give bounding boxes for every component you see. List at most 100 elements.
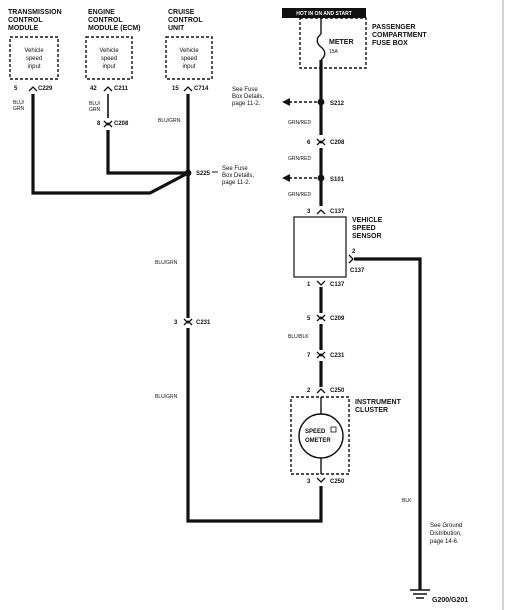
wire-grn-red-1: GRN/RED [288, 120, 311, 126]
wire-grn-red-3: GRN/RED [288, 192, 311, 198]
ecm-title-line-1: ENGINE [88, 9, 115, 16]
ecm-wire-color-2: GRN [89, 107, 101, 113]
fuse-box-outline [299, 17, 367, 69]
ground-wire [354, 257, 422, 590]
engine-control-module: ENGINE CONTROL MODULE (ECM) Vehicle spee… [85, 9, 141, 128]
left-c231-symbol [183, 318, 193, 326]
left-trunk-wire-color-1: BLU/GRN [155, 260, 178, 266]
ground-note-line-1: See Ground [430, 523, 462, 529]
c250-top-symbol [316, 388, 326, 394]
splice-s101-dot [317, 174, 325, 182]
fuse-element-icon [316, 33, 326, 61]
ecm-inline-connector: C208 [114, 121, 129, 127]
fuse-note-line-3: page 11-2. [232, 101, 261, 107]
cruise-title-line-1: CRUISE [168, 9, 195, 16]
cruise-wire-color: BLU/GRN [158, 118, 181, 124]
c137-right-pin: 2 [352, 249, 356, 255]
fuse-box-line-1: PASSENGER [372, 24, 415, 31]
c250-bottom-symbol [316, 477, 326, 483]
c137-right-connector: C137 [350, 268, 365, 274]
s212-arrow-icon [282, 98, 290, 106]
vehicle-speed-sensor-box [293, 216, 347, 278]
fuse-box-line-3: FUSE BOX [372, 40, 408, 47]
c137-bottom-connector: C137 [330, 282, 345, 288]
cruise-module-box [165, 36, 213, 80]
fuse-note-line-2: Box Details, [232, 94, 264, 100]
ecm-connector-symbol [103, 86, 113, 92]
ecm-title-line-2: CONTROL [88, 17, 123, 24]
speedo-label-line-2: OMETER [305, 438, 331, 444]
splice-s225-label: S225 [196, 171, 211, 177]
ground-note-line-2: Distribution, [430, 531, 462, 537]
cruise-control-unit: CRUISE CONTROL UNIT Vehicle speed input … [158, 9, 213, 124]
right-c231-pin: 7 [307, 353, 311, 359]
s225-note-line-2: Box Details, [222, 173, 254, 179]
ecm-wire-lower [106, 130, 188, 175]
c209-connector: C209 [330, 316, 345, 322]
cruise-connector: C714 [194, 86, 209, 92]
speedometer-gauge-icon [298, 413, 344, 459]
splice-s212-label: S212 [330, 101, 345, 107]
cruise-connector-symbol [183, 86, 193, 92]
ecm-module-box [85, 36, 133, 80]
splice-s101-label: S101 [330, 177, 345, 183]
tcm-wire-color-2: GRN [13, 106, 25, 112]
ground-label: G200/G201 [432, 597, 468, 604]
tcm-input-line-3: input [27, 64, 40, 70]
tcm-input-line-1: Vehicle [24, 48, 44, 54]
wire-grn-red-2: GRN/RED [288, 156, 311, 162]
cruise-title-line-3: UNIT [168, 25, 185, 32]
c208-pin: 6 [307, 140, 311, 146]
splice-s225-dot [184, 169, 192, 177]
vss-label-line-1: VEHICLE [352, 217, 383, 224]
c137-bottom-pin: 1 [307, 282, 311, 288]
right-c231-connector: C231 [330, 353, 345, 359]
wire-blu-blk: BLU/BLK [288, 334, 309, 340]
fuse-rating: 15A [329, 49, 339, 55]
c250-top-connector: C250 [330, 388, 345, 394]
c209-pin: 5 [307, 316, 311, 322]
transmission-control-module: TRANSMISSION CONTROL MODULE Vehicle spee… [8, 9, 62, 112]
cruise-trunk-lower [186, 328, 323, 523]
ground-symbol-icon [410, 589, 430, 599]
hot-in-on-start-label: HOT IN ON AND START [296, 11, 352, 17]
left-wiring: S225 See Fuse Box Details, page 11-2. BL… [31, 94, 323, 523]
c137-top-pin: 3 [307, 209, 311, 215]
ecm-pin: 42 [90, 86, 97, 92]
ecm-input-line-2: speed [101, 56, 117, 62]
s101-arrow-icon [282, 174, 290, 182]
tcm-connector-symbol [28, 86, 38, 92]
ground-wire-color: BLK [402, 498, 412, 504]
instrument-cluster-box [290, 396, 350, 475]
right-c231-symbol [316, 351, 326, 359]
fuse-label: METER [329, 39, 354, 46]
vss-label-line-2: SPEED [352, 225, 376, 232]
tcm-title-line-3: MODULE [8, 25, 39, 32]
ecm-connector: C211 [114, 86, 129, 92]
ground-section: BLK See Ground Distribution, page 14-6. … [402, 498, 468, 604]
cruise-input-line-2: speed [181, 56, 197, 62]
fuse-box-line-2: COMPARTMENT [372, 32, 427, 39]
cruise-input-line-1: Vehicle [179, 48, 199, 54]
fuse-section: HOT IN ON AND START METER 15A PASSENGER … [282, 8, 427, 69]
speedo-label-line-1: SPEED [305, 429, 326, 435]
cruise-pin: 15 [172, 86, 179, 92]
c137-bottom-symbol [316, 280, 326, 286]
tcm-title-line-1: TRANSMISSION [8, 9, 62, 16]
tcm-input-line-2: speed [26, 56, 42, 62]
ecm-title-line-3: MODULE (ECM) [88, 25, 141, 32]
c137-top-connector: C137 [330, 209, 345, 215]
cruise-title-line-2: CONTROL [168, 17, 203, 24]
right-column-wiring: S212 See Fuse Box Details, page 11-2. GR… [232, 60, 422, 590]
ecm-input-line-3: input [102, 64, 115, 70]
c208-connector: C208 [330, 140, 345, 146]
tcm-wire-color-1: BLU/ [13, 100, 25, 106]
c209-symbol [316, 314, 326, 322]
ecm-inline-pin: 8 [97, 121, 101, 127]
tcm-wire [31, 94, 189, 195]
splice-s212-dot [317, 98, 325, 106]
c137-top-symbol [316, 209, 326, 215]
left-trunk-wire-color-2: BLU/GRN [155, 394, 178, 400]
c137-right-symbol [348, 254, 354, 264]
